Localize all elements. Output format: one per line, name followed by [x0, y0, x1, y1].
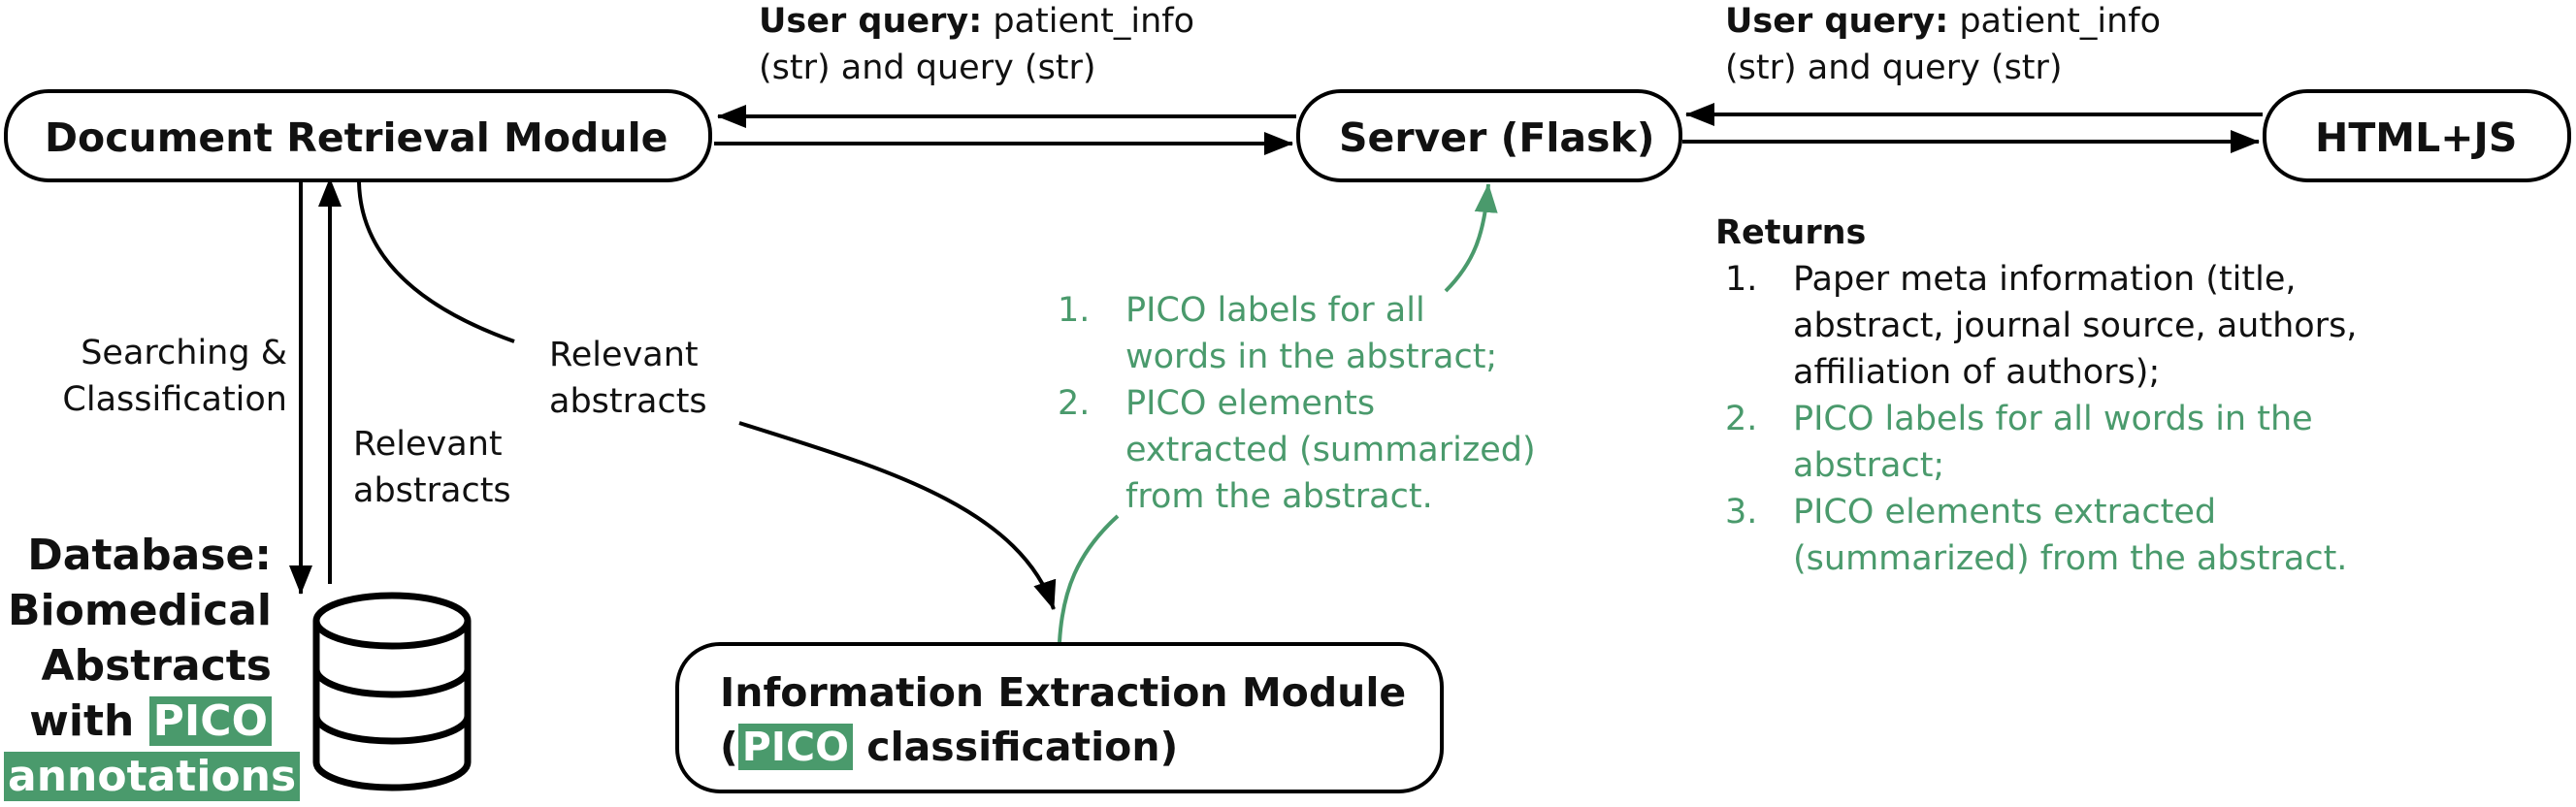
pico-highlight: PICO [737, 724, 853, 770]
pico-output-item: 1. PICO labels for all words in the abstra… [1058, 287, 1536, 380]
database-pico-highlight: PICO [148, 696, 272, 746]
pico-output-item-line: words in the abstract; [1125, 338, 1498, 376]
pico-output-item-number: 1. [1058, 291, 1091, 330]
relevant-abstracts-db-label: Relevant abstracts [353, 425, 511, 510]
returns-title: Returns [1715, 213, 1867, 252]
pico-output-item-line: PICO elements [1125, 384, 1376, 423]
server-box: Server (Flask) [1296, 89, 1682, 182]
searching-label: Searching & Classification [62, 334, 287, 419]
returns-item-number: 3. [1725, 493, 1758, 532]
pico-output-item: 2. PICO elements extracted (summarized) fro… [1058, 380, 1536, 520]
returns-item-number: 2. [1725, 400, 1758, 438]
returns-item-line: (summarized) from the abstract. [1793, 539, 2348, 578]
arrow-label-to-extraction [738, 421, 1057, 610]
returns-item: 1. Paper meta information (title, abstract… [1725, 256, 2357, 396]
returns-item-line: PICO elements extracted [1793, 493, 2217, 532]
database-cylinder-icon [312, 592, 472, 791]
client-label: HTML+JS [2315, 114, 2518, 161]
pico-output-item-line: extracted (summarized) [1125, 431, 1536, 469]
pico-output-item-number: 2. [1058, 384, 1091, 423]
returns-item-line: affiliation of authors); [1793, 353, 2161, 392]
pico-output-item-line: PICO labels for all [1125, 291, 1425, 330]
retrieval-module-box: Document Retrieval Module [4, 89, 712, 182]
query-label-left: User query: patient_info (str) and query… [759, 2, 1195, 87]
returns-item: 3. PICO elements extracted (summarized) fr… [1725, 489, 2357, 582]
returns-item: 2. PICO labels for all words in the abstra… [1725, 396, 2357, 489]
arrow-extraction-green-lower [1058, 514, 1120, 643]
client-box: HTML+JS [2263, 89, 2571, 182]
returns-item-line: abstract, journal source, authors, [1793, 307, 2358, 345]
returns-item-line: Paper meta information (title, [1793, 260, 2297, 299]
database-annotations-highlight: annotations [4, 752, 301, 801]
query-label-right: User query: patient_info (str) and query… [1725, 2, 2162, 87]
curve-retrieval-to-label [357, 181, 515, 343]
pico-output-item-line: from the abstract. [1125, 477, 1433, 516]
extraction-line1: Information Extraction Module [720, 669, 1407, 716]
returns-item-line: abstract; [1793, 446, 1945, 485]
relevant-abstracts-ie-label: Relevant abstracts [549, 336, 707, 421]
returns-list: 1. Paper meta information (title, abstract… [1725, 256, 2357, 582]
extraction-line2: (PICO classification) [720, 724, 1179, 770]
pico-output-list: 1. PICO labels for all words in the abstra… [1058, 287, 1536, 520]
extraction-module-box: Information Extraction Module (PICO clas… [675, 642, 1444, 793]
arrow-extraction-to-server-green [1444, 183, 1498, 293]
returns-item-number: 1. [1725, 260, 1758, 299]
server-label: Server (Flask) [1339, 114, 1655, 161]
database-title: Database: Biomedical Abstracts with PICO… [4, 528, 301, 804]
extraction-module-label: Information Extraction Module (PICO clas… [720, 665, 1406, 774]
retrieval-module-label: Document Retrieval Module [45, 114, 668, 161]
returns-item-line: PICO labels for all words in the [1793, 400, 2313, 438]
